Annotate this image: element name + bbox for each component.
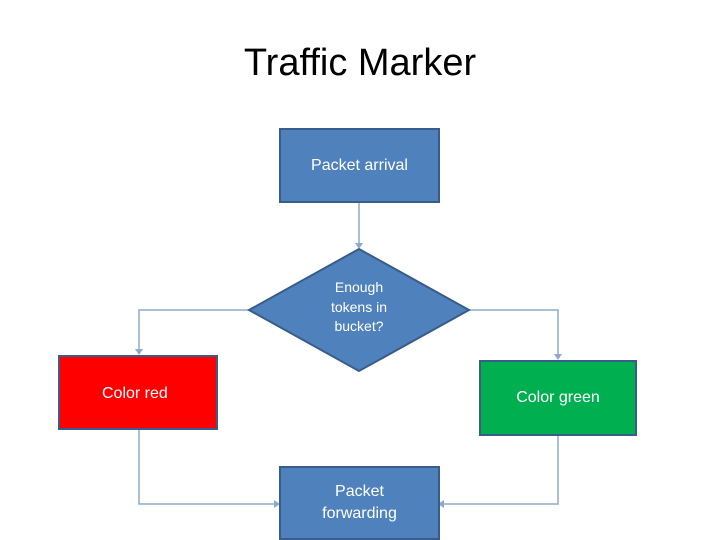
connector-green-to-forwarding xyxy=(442,436,559,505)
packet-forwarding-box: Packet forwarding xyxy=(279,466,440,540)
arrowhead-decision xyxy=(355,243,363,249)
connector-decision-to-green xyxy=(469,309,559,357)
slide-title: Traffic Marker xyxy=(243,42,477,84)
arrowhead-green xyxy=(554,354,562,360)
connector-red-to-forwarding xyxy=(138,430,276,505)
arrowhead-forwarding-right xyxy=(438,500,444,508)
decision-label: Enough tokens in bucket? xyxy=(330,279,388,335)
color-green-label: Color green xyxy=(516,389,600,407)
packet-arrival-box: Packet arrival xyxy=(279,128,440,203)
arrowhead-red xyxy=(135,349,143,355)
connector-decision-to-red xyxy=(138,309,249,352)
color-red-label: Color red xyxy=(102,385,168,402)
packet-arrival-label: Packet arrival xyxy=(311,156,408,174)
packet-forwarding-label: Packet forwarding xyxy=(322,483,397,522)
color-red-box: Color red xyxy=(58,355,218,430)
arrowhead-forwarding-left xyxy=(274,500,280,508)
color-green-box: Color green xyxy=(479,360,637,436)
decision-diamond xyxy=(246,247,472,373)
